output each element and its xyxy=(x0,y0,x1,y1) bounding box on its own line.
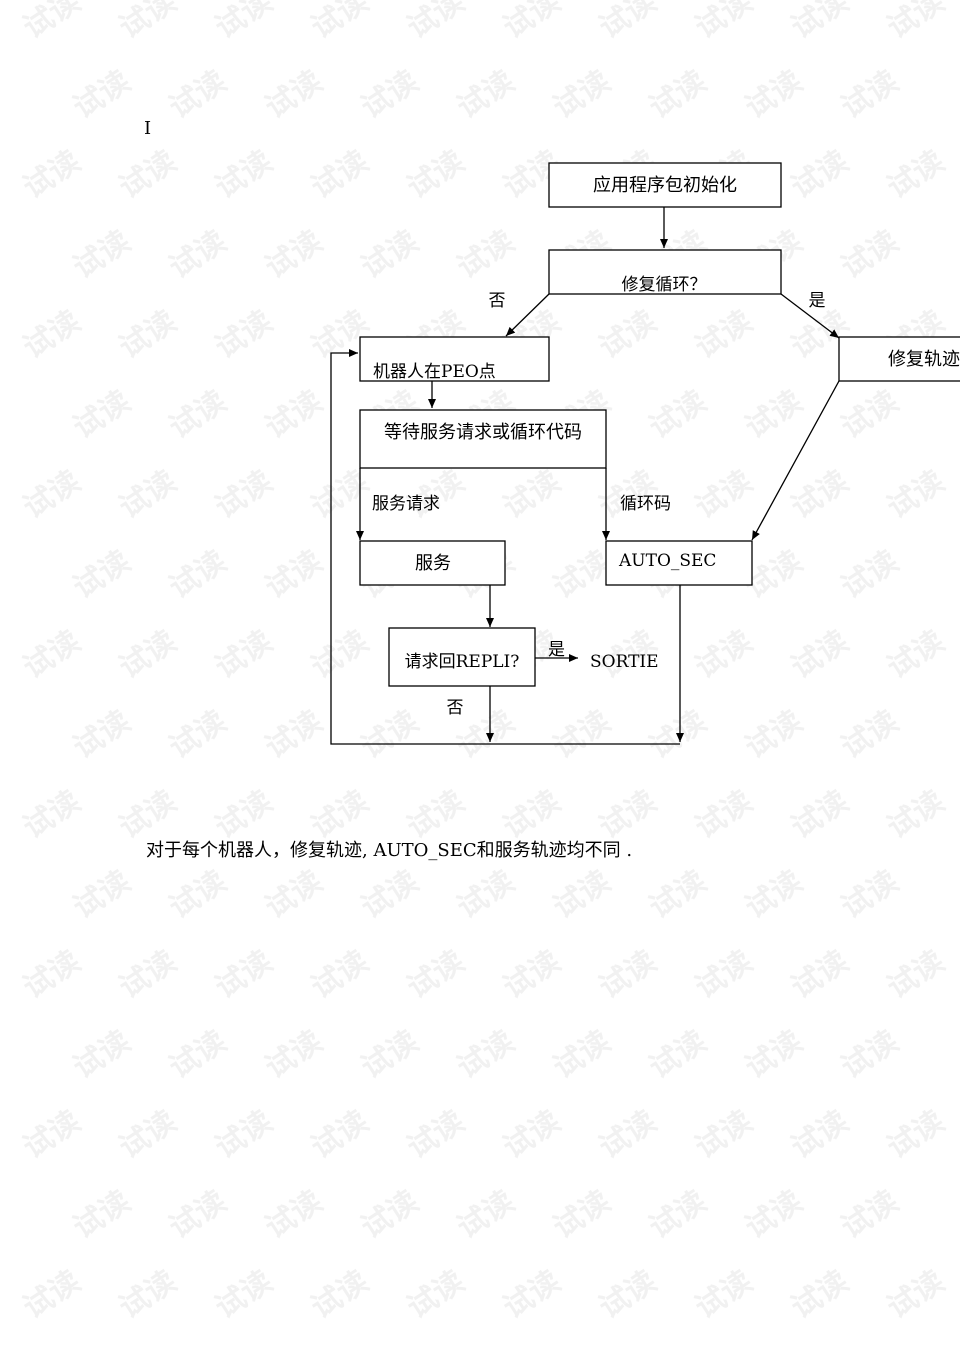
watermark-mark: 试读 xyxy=(881,1103,951,1166)
init-label: 应用程序包初始化 xyxy=(593,175,737,196)
watermark-mark: 试读 xyxy=(497,1103,567,1166)
watermark-mark: 试读 xyxy=(547,863,617,926)
watermark-mark: 试读 xyxy=(835,1183,905,1246)
watermark-mark: 试读 xyxy=(547,1023,617,1086)
watermark-mark: 试读 xyxy=(17,1103,87,1166)
watermark-mark: 试读 xyxy=(305,1263,375,1326)
watermark-mark: 试读 xyxy=(67,1183,137,1246)
watermark-mark: 试读 xyxy=(67,1023,137,1086)
watermark-mark: 试读 xyxy=(689,1263,759,1326)
watermark-mark: 试读 xyxy=(259,1023,329,1086)
arrow-repair-path-to-autosec xyxy=(751,380,840,541)
watermark-mark: 试读 xyxy=(835,863,905,926)
watermark-mark: 试读 xyxy=(305,943,375,1006)
wait-label: 等待服务请求或循环代码 xyxy=(384,422,582,443)
watermark-mark: 试读 xyxy=(643,1023,713,1086)
watermark-mark: 试读 xyxy=(113,943,183,1006)
watermark-mark: 试读 xyxy=(17,943,87,1006)
watermark-mark: 试读 xyxy=(113,1103,183,1166)
watermark-mark: 试读 xyxy=(67,863,137,926)
watermark-mark: 试读 xyxy=(785,943,855,1006)
loop-back-line xyxy=(330,349,680,745)
watermark-mark: 试读 xyxy=(209,1103,279,1166)
watermark-mark: 试读 xyxy=(593,943,663,1006)
watermark-mark: 试读 xyxy=(593,1103,663,1166)
arrow-yes-to-repair-path xyxy=(780,293,840,339)
watermark-mark: 试读 xyxy=(259,1183,329,1246)
auto-sec-box xyxy=(605,540,753,586)
repair-path-label: 修复轨迹 xyxy=(888,349,960,370)
yes-label-top: 是 xyxy=(809,291,826,311)
watermark-mark: 试读 xyxy=(739,1183,809,1246)
watermark-mark: 试读 xyxy=(785,1263,855,1326)
no-label-top: 否 xyxy=(489,291,506,311)
request-back-label: 请求回REPLI? xyxy=(405,652,520,672)
repair-question-box xyxy=(548,249,782,295)
wait-box xyxy=(359,409,607,469)
watermark-mark: 试读 xyxy=(881,943,951,1006)
watermark-mark: 试读 xyxy=(739,863,809,926)
watermark-mark: 试读 xyxy=(785,1103,855,1166)
no-label-bottom: 否 xyxy=(447,698,464,718)
watermark-mark: 试读 xyxy=(881,1263,951,1326)
watermark-mark: 试读 xyxy=(163,1023,233,1086)
service-label: 服务 xyxy=(415,553,451,574)
watermark-mark: 试读 xyxy=(209,943,279,1006)
robot-at-box xyxy=(359,336,550,382)
watermark-mark: 试读 xyxy=(401,1103,471,1166)
watermark-mark: 试读 xyxy=(355,1023,425,1086)
margin-mark: I xyxy=(144,118,152,139)
watermark-mark: 试读 xyxy=(451,863,521,926)
repair-path-box xyxy=(838,336,960,382)
watermark-mark: 试读 xyxy=(355,863,425,926)
auto-sec-label: AUTO_SEC xyxy=(618,551,716,571)
watermark-mark: 试读 xyxy=(163,1183,233,1246)
watermark-mark: 试读 xyxy=(643,1183,713,1246)
watermark-mark: 试读 xyxy=(401,1263,471,1326)
repair-question-label: 修复循环？ xyxy=(622,275,707,295)
watermark-mark: 试读 xyxy=(163,863,233,926)
service-box xyxy=(359,540,506,586)
watermark-mark: 试读 xyxy=(451,1183,521,1246)
watermark-mark: 试读 xyxy=(451,1023,521,1086)
watermark-mark: 试读 xyxy=(689,943,759,1006)
watermark-mark: 试读 xyxy=(113,1263,183,1326)
watermark-mark: 试读 xyxy=(401,943,471,1006)
watermark-mark: 试读 xyxy=(643,863,713,926)
watermark-mark: 试读 xyxy=(305,1103,375,1166)
watermark-mark: 试读 xyxy=(259,863,329,926)
watermark-mark: 试读 xyxy=(355,1183,425,1246)
watermark-mark: 试读 xyxy=(17,1263,87,1326)
arrow-no-to-robot xyxy=(505,293,550,337)
watermark-mark: 试读 xyxy=(497,1263,567,1326)
watermark-mark: 试读 xyxy=(593,1263,663,1326)
watermark-mark: 试读 xyxy=(689,1103,759,1166)
sortie-label: SORTIE xyxy=(590,652,659,672)
watermark-mark: 试读 xyxy=(209,1263,279,1326)
robot-at-label: 机器人在PEO点 xyxy=(373,362,496,382)
flowchart: 应用程序包初始化 修复循环？ 否 是 机器人在PEO点 修复轨迹 等待服务请求或… xyxy=(330,162,960,745)
watermark-mark: 试读 xyxy=(739,1023,809,1086)
yes-label-bottom: 是 xyxy=(548,640,565,660)
caption-text: 对于每个机器人，修复轨迹, AUTO_SEC和服务轨迹均不同 . xyxy=(146,840,633,861)
watermark-mark: 试读 xyxy=(497,943,567,1006)
init-box xyxy=(548,162,782,208)
cycle-code-label: 循环码 xyxy=(620,494,671,514)
service-request-label: 服务请求 xyxy=(372,494,440,514)
request-back-box xyxy=(388,627,536,687)
watermark-mark: 试读 xyxy=(547,1183,617,1246)
watermark-mark: 试读 xyxy=(835,1023,905,1086)
